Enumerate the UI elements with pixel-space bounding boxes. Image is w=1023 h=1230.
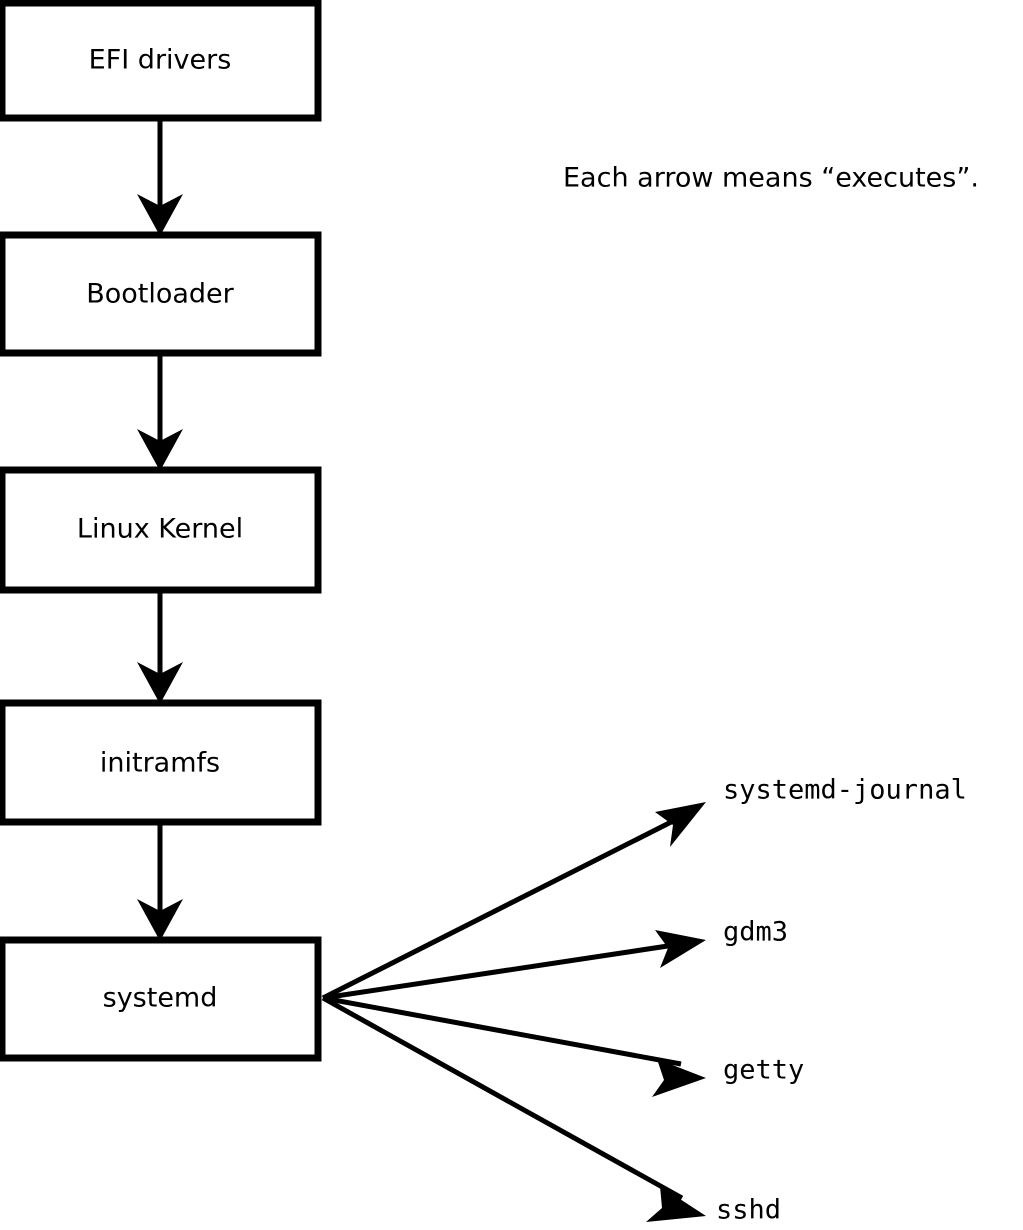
node-linux-kernel[interactable]: Linux Kernel <box>0 466 322 594</box>
chain-arrow-kernel-to-initramfs <box>137 590 183 704</box>
service-arrow-gdm3 <box>322 930 706 1001</box>
service-label-gdm3: gdm3 <box>723 917 788 948</box>
chain-arrow-initramfs-to-systemd <box>137 822 183 941</box>
node-label: Bootloader <box>86 279 234 310</box>
service-arrow-sshd <box>321 995 706 1222</box>
chain-arrow-bootloader-to-kernel <box>137 353 183 471</box>
node-label: EFI drivers <box>89 45 232 76</box>
node-label: Linux Kernel <box>77 514 243 545</box>
node-systemd[interactable]: systemd <box>0 936 322 1062</box>
arrowhead-downright-icon <box>646 1186 706 1222</box>
arrowhead-down-icon <box>137 662 183 704</box>
node-initramfs[interactable]: initramfs <box>0 699 322 826</box>
node-box <box>0 936 322 1062</box>
service-arrow-line <box>321 813 685 1001</box>
service-arrow-systemd-journal <box>321 802 706 1001</box>
service-arrow-line <box>321 995 684 1201</box>
service-arrow-line <box>322 941 682 1001</box>
arrowhead-down-icon <box>137 194 183 236</box>
node-bootloader[interactable]: Bootloader <box>0 231 322 357</box>
chain-arrow-efi-to-bootloader <box>137 118 183 236</box>
node-box <box>0 0 322 122</box>
service-arrow-line <box>322 995 682 1067</box>
arrowhead-down-icon <box>137 429 183 471</box>
service-label-systemd-journal: systemd-journal <box>723 775 967 806</box>
service-label-sshd: sshd <box>716 1195 781 1226</box>
node-box <box>0 231 322 357</box>
service-arrow-getty <box>322 995 706 1097</box>
node-label: systemd <box>103 983 218 1014</box>
arrowhead-down-icon <box>137 899 183 941</box>
arrowhead-upright-icon <box>655 802 706 847</box>
arrowhead-downright-icon <box>652 1059 706 1097</box>
arrowhead-upright-icon <box>655 930 706 968</box>
diagram-caption: Each arrow means “executes”. <box>563 163 979 194</box>
node-label: initramfs <box>100 748 220 779</box>
node-box <box>0 466 322 594</box>
node-box <box>0 699 322 826</box>
service-label-getty: getty <box>723 1055 804 1086</box>
node-efi-drivers[interactable]: EFI drivers <box>0 0 322 122</box>
